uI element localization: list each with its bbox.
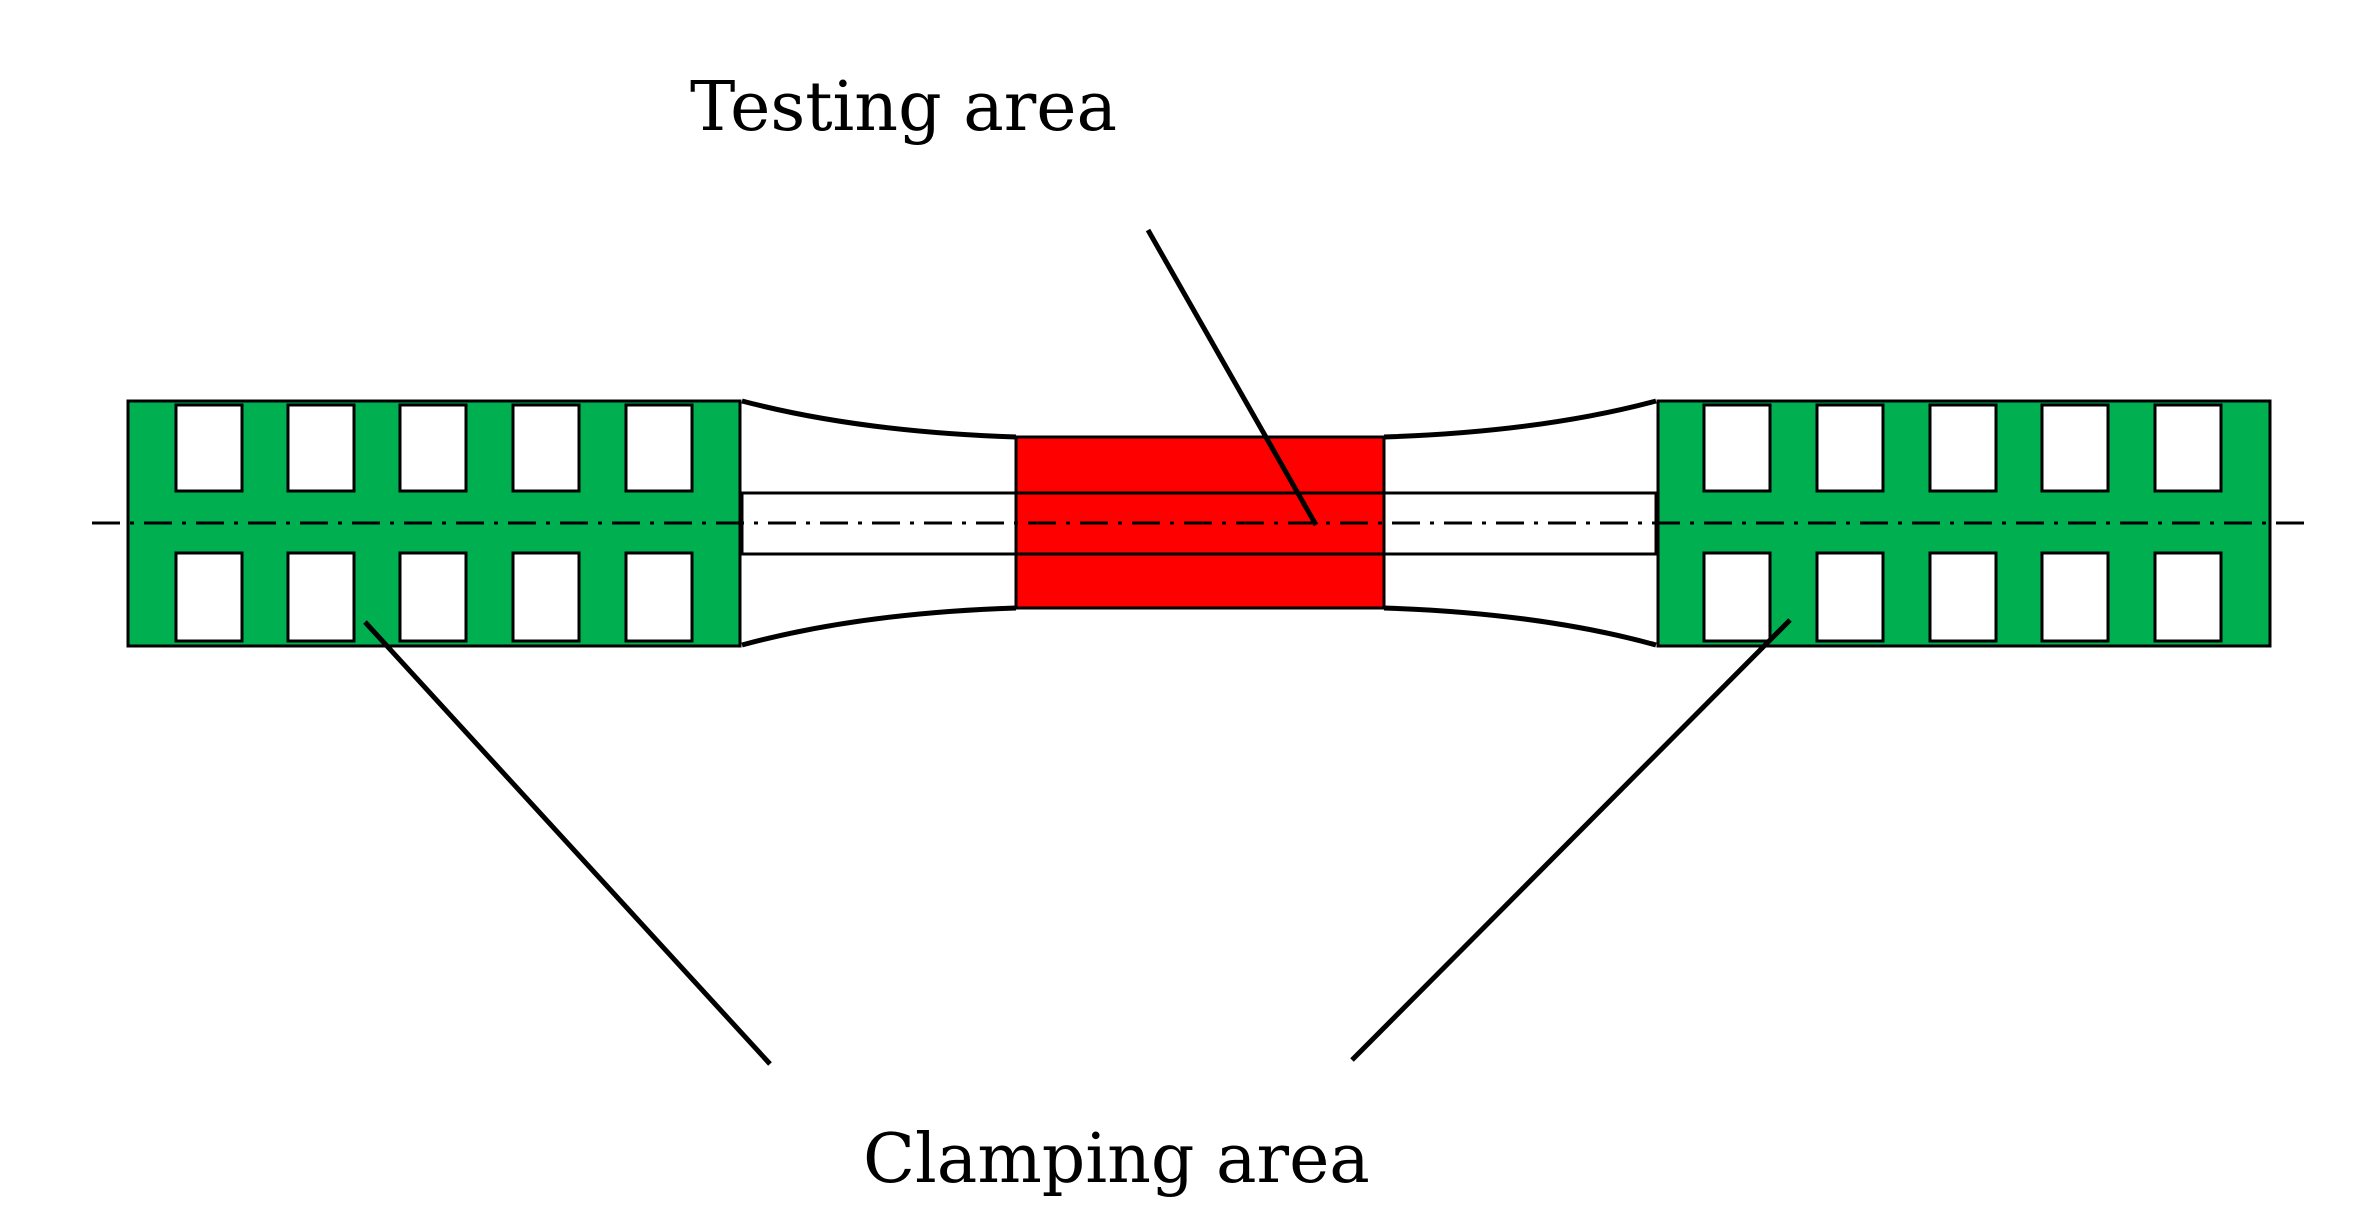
specimen-transition-outline (741, 398, 1657, 648)
clamping-area-leader-right (1350, 618, 1792, 1062)
clamping-area-label: Clamping area (863, 1120, 1370, 1199)
clamping-area-leader-left (363, 620, 772, 1066)
testing-area-label: Testing area (690, 68, 1118, 147)
testing-area-leader (1145, 228, 1319, 527)
